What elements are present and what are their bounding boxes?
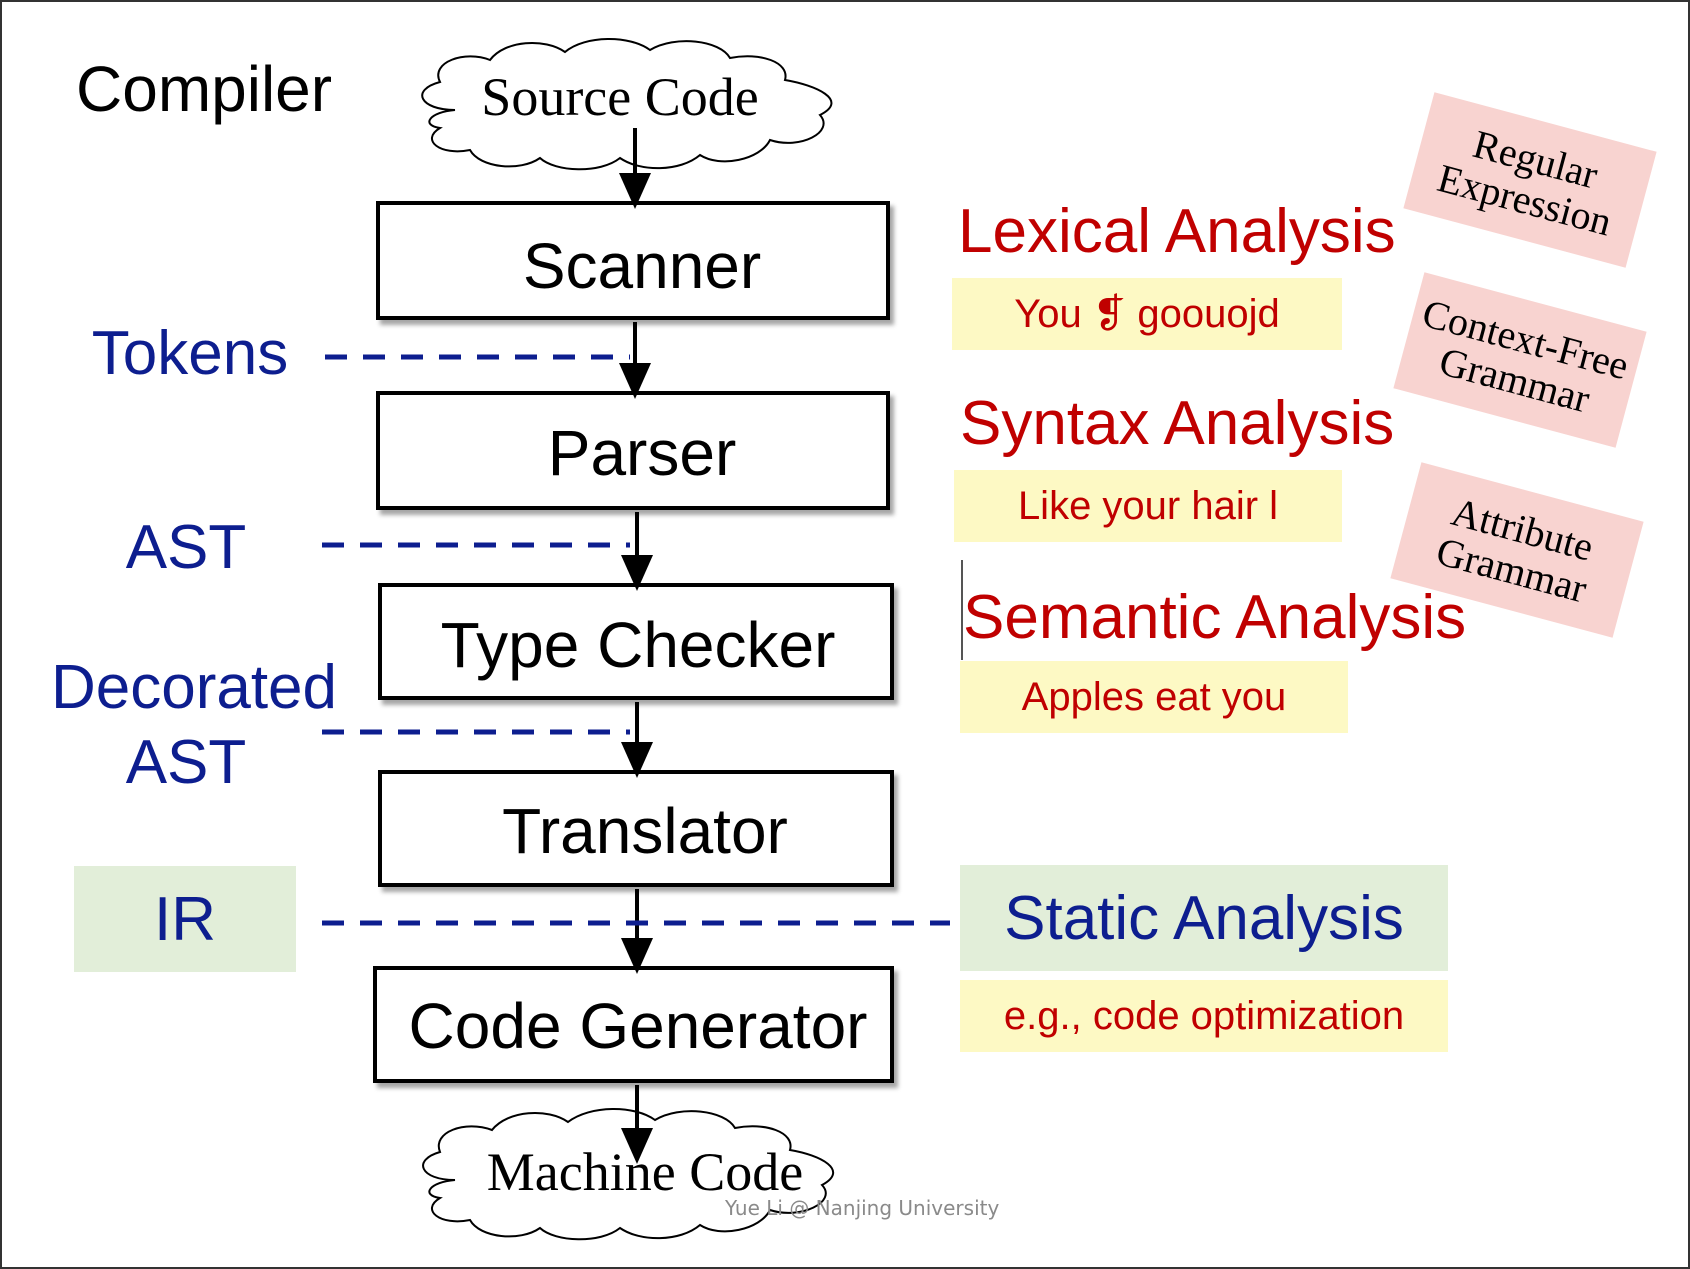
ast-label: AST	[126, 513, 247, 582]
compiler-title: Compiler	[76, 53, 333, 125]
translator-label: Translator	[502, 795, 788, 867]
stage-translator: Translator	[378, 770, 894, 887]
semantic-analysis-example: Apples eat you	[960, 661, 1348, 733]
syntax-analysis-title: Syntax Analysis	[960, 389, 1395, 458]
source-code-label: Source Code	[481, 67, 758, 127]
decorated-ast-label: AST	[126, 728, 247, 797]
stage-code-generator: Code Generator	[373, 966, 894, 1083]
lexical-analysis-title: Lexical Analysis	[958, 197, 1396, 266]
machine-code-label: Machine Code	[487, 1142, 803, 1202]
static-analysis-title: Static Analysis	[960, 865, 1448, 971]
scanner-label: Scanner	[523, 230, 761, 302]
static-analysis-example: e.g., code optimization	[960, 980, 1448, 1052]
tokens-label: Tokens	[92, 319, 288, 388]
type-checker-label: Type Checker	[441, 609, 836, 681]
footer-credit: Yue Li @ Nanjing University	[725, 1196, 1000, 1220]
parser-label: Parser	[548, 417, 737, 489]
ir-label: IR	[74, 866, 296, 972]
stage-scanner: Scanner	[376, 201, 890, 320]
cloud-shape	[421, 38, 833, 171]
stage-parser: Parser	[376, 391, 890, 510]
lexical-analysis-example: You ❡ goouojd	[952, 278, 1342, 350]
stage-type-checker: Type Checker	[378, 583, 894, 700]
code-generator-label: Code Generator	[409, 990, 868, 1062]
source-code-cloud: Source Code	[421, 38, 833, 171]
cloud-shape	[422, 1108, 835, 1241]
text-caret	[961, 560, 963, 660]
dashed-connectors	[322, 354, 950, 926]
decorated-label: Decorated	[51, 653, 337, 722]
syntax-analysis-example: Like your hair l	[954, 470, 1342, 542]
semantic-analysis-title: Semantic Analysis	[963, 583, 1467, 652]
